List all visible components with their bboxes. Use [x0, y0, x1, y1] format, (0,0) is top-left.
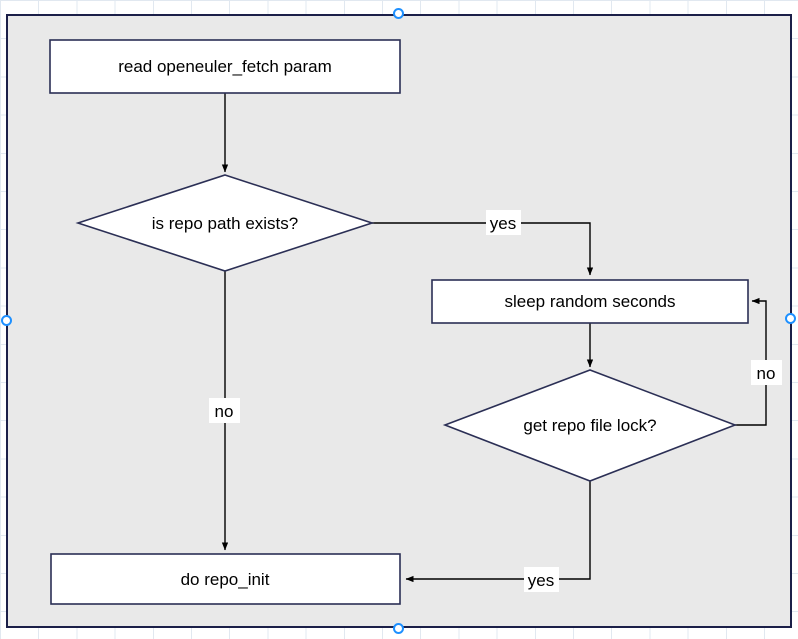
edge-label-yes-top-text: yes	[490, 214, 516, 233]
selection-handle-right[interactable]	[785, 313, 796, 324]
edge-label-yes-bottom-bg	[524, 567, 559, 592]
node-read-param-shape[interactable]	[49, 39, 401, 94]
selection-handle-bottom[interactable]	[393, 623, 404, 634]
node-read-param[interactable]: read openeuler_fetch param	[49, 39, 401, 94]
node-repo-exists[interactable]: is repo path exists?	[75, 174, 375, 272]
edge-label-no-left-bg	[209, 398, 240, 423]
node-sleep-random[interactable]: sleep random seconds	[431, 279, 749, 324]
node-do-repo-init[interactable]: do repo_init	[50, 553, 401, 605]
connector-repo-exists-yes-to-sleep-random	[372, 222, 594, 276]
edge-label-yes-bottom-text: yes	[528, 571, 554, 590]
edge-label-yes-bottom: yes	[524, 567, 559, 592]
selection-handle-left[interactable]	[1, 315, 12, 326]
node-repo-lock[interactable]: get repo file lock?	[442, 369, 738, 482]
edge-label-no-right: no	[751, 360, 782, 385]
connector-repo-lock-yes-to-do-repo-init	[405, 481, 591, 583]
node-sleep-random-shape[interactable]	[431, 279, 749, 324]
edge-label-no-left-text: no	[215, 402, 234, 421]
edge-label-no-left: no	[209, 398, 240, 423]
node-repo-lock-shape[interactable]	[442, 369, 738, 482]
node-do-repo-init-label: do repo_init	[181, 570, 270, 589]
edge-label-layer: yes no no yes	[209, 210, 782, 592]
edge-label-yes-top-bg	[486, 210, 521, 235]
edge-label-yes-top: yes	[486, 210, 521, 235]
edge-label-no-right-text: no	[757, 364, 776, 383]
edge-label-no-right-bg	[751, 360, 782, 385]
node-repo-exists-shape[interactable]	[75, 174, 375, 272]
node-layer: read openeuler_fetch param is repo path …	[49, 39, 749, 605]
node-sleep-random-label: sleep random seconds	[504, 292, 675, 311]
node-do-repo-init-shape[interactable]	[50, 553, 401, 605]
node-repo-lock-label: get repo file lock?	[523, 416, 656, 435]
node-repo-exists-label: is repo path exists?	[152, 214, 298, 233]
selection-handle-top[interactable]	[393, 8, 404, 19]
connector-layer	[221, 93, 767, 583]
node-read-param-label: read openeuler_fetch param	[118, 57, 332, 76]
